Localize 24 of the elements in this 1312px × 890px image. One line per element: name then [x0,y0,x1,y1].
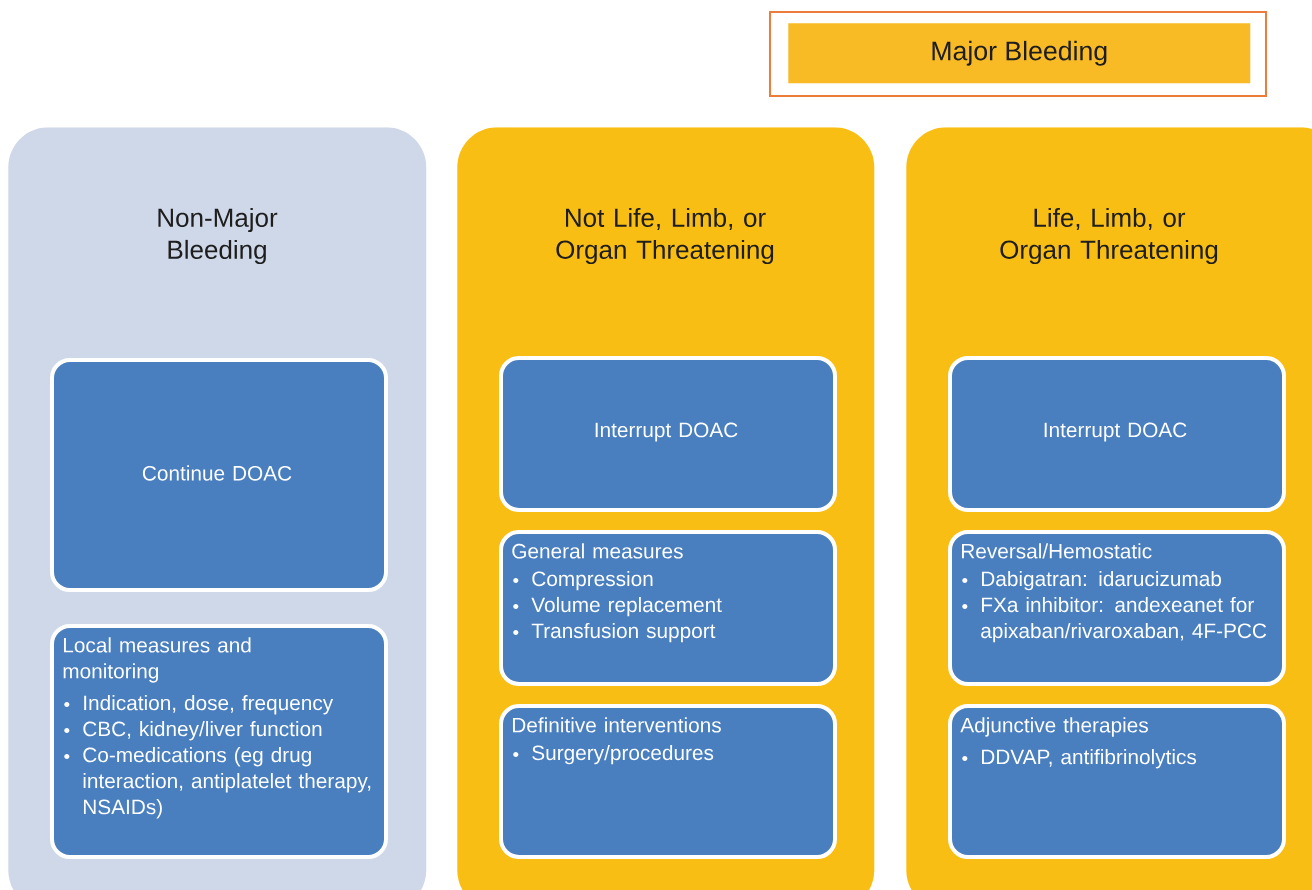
heading-box: Major Bleeding [769,11,1267,97]
measures-box [948,704,1286,859]
bullet-item: Indication, dose, frequency [64,695,334,715]
action-box: Interrupt DOAC [499,356,837,512]
box-heading: General measures [512,543,683,559]
measures-box [50,624,388,859]
bullet-item: Co-medications (eg drug interaction, antiplatelet therapy, NSAIDs) [64,747,371,819]
box-heading: Local measures and monitoring [63,637,251,683]
action-box: Continue DOAC [50,358,388,592]
bullet-item: Dabigatran: idarucizumab [962,570,1221,591]
bullet-item: Surgery/procedures [513,744,714,765]
action-box: Interrupt DOAC [948,356,1286,512]
box-heading: Definitive interventions [513,717,721,733]
measures-box [499,704,837,859]
bullet-item: Compression [513,570,653,591]
bullet-item: DDVAP, antifibrinolytics [962,749,1197,769]
measures-box [499,530,837,686]
bullet-item: FXa inhibitor: andexeanet for apixaban/rivaroxaban, 4F-PCC [962,596,1267,643]
bullet-item: Volume replacement [513,596,722,617]
box-heading: Reversal/Hemostatic [962,543,1152,559]
bullet-item: Transfusion support [513,622,716,643]
measures-box [948,530,1286,686]
box-heading: Adjunctive therapies [960,717,1148,737]
bullet-item: CBC, kidney/liver function [64,721,322,741]
